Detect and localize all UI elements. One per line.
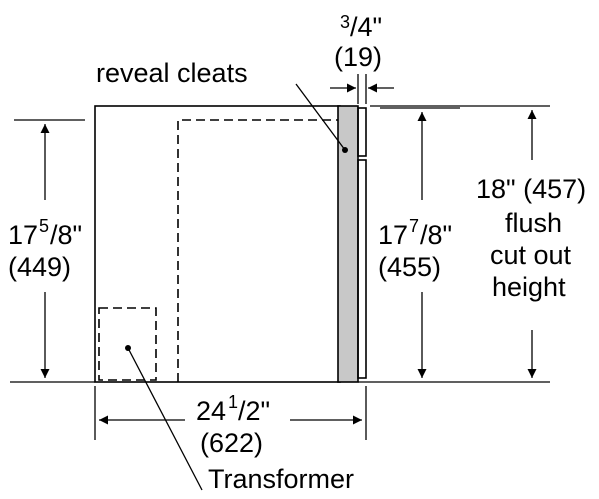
transformer-box bbox=[98, 307, 157, 381]
transformer-leader bbox=[127, 347, 203, 491]
bottom-dimension-label: 24 1 /2" (622) bbox=[196, 392, 270, 458]
right-line3: cut out bbox=[490, 240, 572, 270]
door-lower bbox=[357, 159, 367, 379]
reveal-cleats-label: reveal cleats bbox=[96, 58, 248, 88]
left-whole: 17 bbox=[8, 220, 38, 250]
mid-rest: /8" bbox=[420, 220, 452, 250]
door-upper bbox=[357, 107, 367, 157]
left-mm: (449) bbox=[8, 252, 71, 282]
left-rest: /8" bbox=[50, 220, 82, 250]
left-numerator: 5 bbox=[39, 216, 49, 236]
mid-dimension-label: 17 7 /8" (455) bbox=[378, 216, 452, 282]
left-dimension-label: 17 5 /8" (449) bbox=[8, 216, 82, 282]
top-frac-rest: /4" bbox=[350, 12, 382, 42]
reveal-panel bbox=[337, 105, 359, 383]
right-line1: 18" (457) bbox=[476, 174, 586, 204]
bottom-numerator: 1 bbox=[228, 392, 238, 412]
bottom-rest: /2" bbox=[238, 396, 270, 426]
right-line2: flush bbox=[505, 208, 562, 238]
bottom-mm: (622) bbox=[200, 428, 263, 458]
reveal-cleats-leader bbox=[295, 83, 346, 151]
cabinet-outline bbox=[94, 105, 341, 383]
top-frac-numerator: 3 bbox=[340, 12, 350, 32]
mid-mm: (455) bbox=[378, 252, 441, 282]
transformer-dot bbox=[125, 345, 131, 351]
top-mm: (19) bbox=[334, 42, 382, 72]
transformer-label: Transformer bbox=[208, 464, 354, 494]
mid-numerator: 7 bbox=[409, 216, 419, 236]
right-line4: height bbox=[492, 272, 566, 302]
inner-enclosure-dashed bbox=[177, 119, 338, 382]
mid-whole: 17 bbox=[378, 220, 408, 250]
bottom-whole: 24 bbox=[196, 396, 226, 426]
right-dimension-label: 18" (457) flush cut out height bbox=[476, 174, 586, 302]
